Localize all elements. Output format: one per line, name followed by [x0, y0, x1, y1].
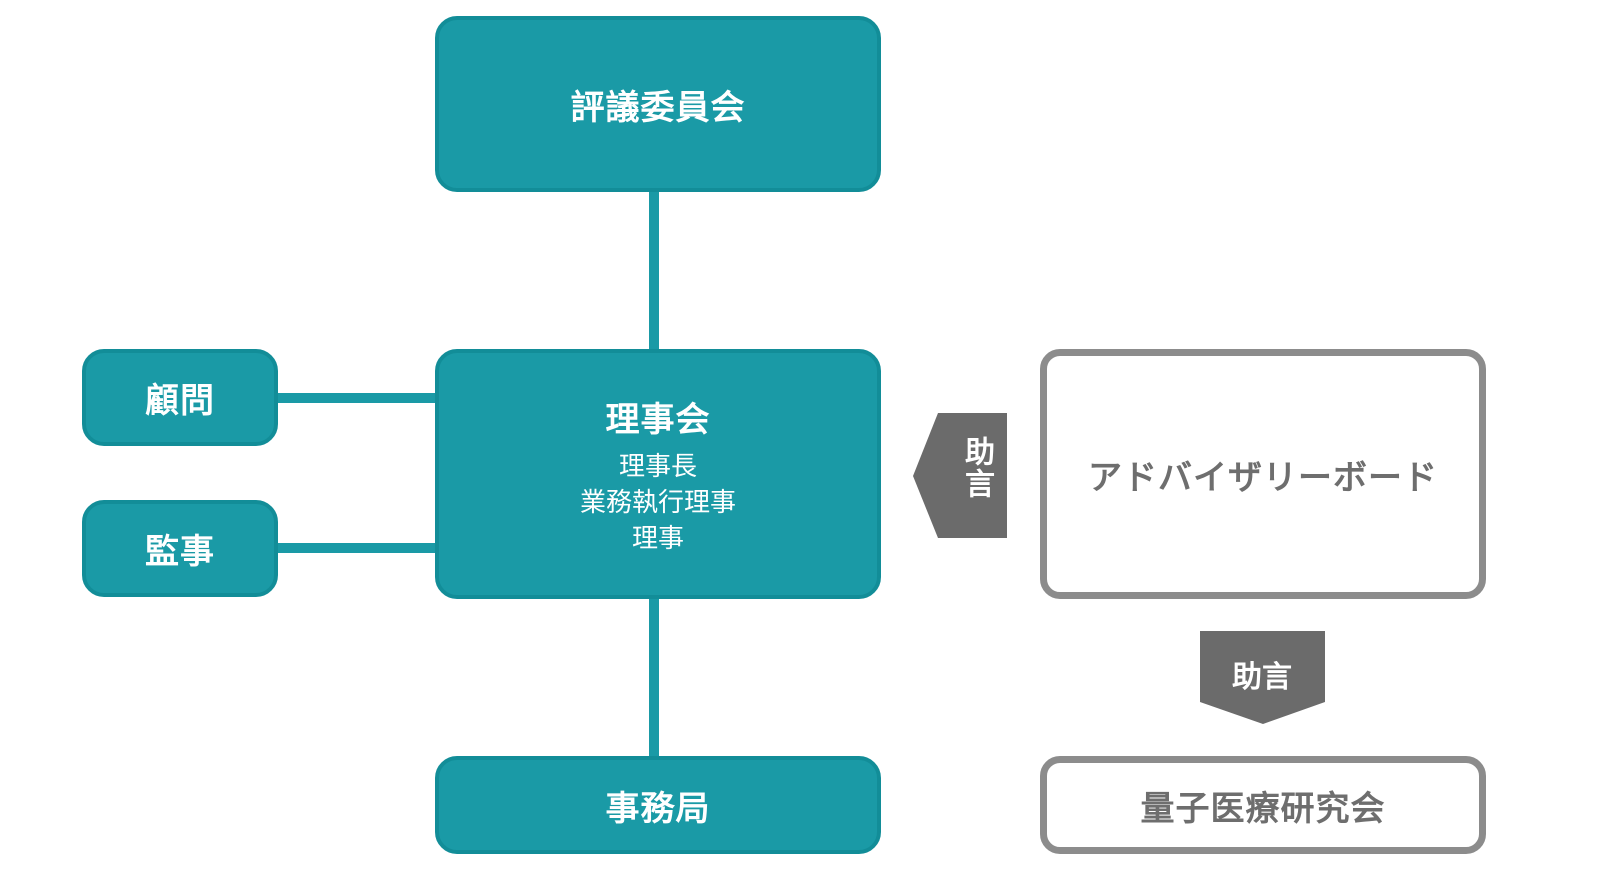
- board-member: 理事: [631, 523, 684, 554]
- board-member: 業務執行理事: [579, 487, 736, 518]
- advice-arrow-left: [913, 413, 1007, 538]
- secretariat-box: 事務局: [435, 756, 881, 854]
- auditor-box: 監事: [82, 500, 278, 597]
- advisor-box: 顧問: [82, 349, 278, 446]
- advice-arrow-down: [1200, 631, 1325, 724]
- connector-board-secretariat: [649, 596, 659, 760]
- advice-label-down: 助言: [1232, 660, 1292, 695]
- research-group-box: 量子医療研究会: [1040, 756, 1486, 854]
- advisory-board-box: アドバイザリーボード: [1040, 349, 1486, 599]
- board-box: 理事会 理事長 業務執行理事 理事: [435, 349, 881, 599]
- advice-label-left: 助言: [959, 436, 994, 500]
- advisor-label: 顧問: [145, 381, 215, 421]
- council-box: 評議委員会: [435, 16, 881, 192]
- council-label: 評議委員会: [570, 87, 746, 128]
- connector-advisor-board: [276, 393, 440, 403]
- connector-council-board: [649, 188, 659, 354]
- research-group-label: 量子医療研究会: [1140, 788, 1386, 829]
- auditor-label: 監事: [145, 532, 215, 572]
- board-member: 理事長: [618, 451, 697, 482]
- secretariat-label: 事務局: [605, 788, 711, 829]
- board-title: 理事会: [605, 399, 711, 440]
- advisory-board-label: アドバイザリーボード: [1088, 457, 1438, 498]
- connector-auditor-board: [276, 543, 440, 553]
